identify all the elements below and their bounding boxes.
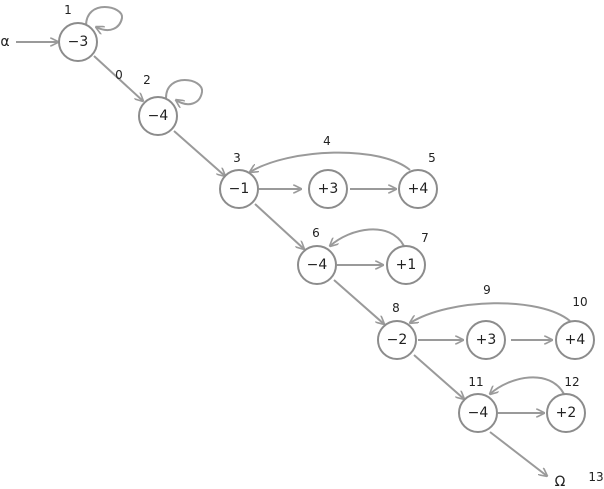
node-value: −4 bbox=[307, 257, 328, 273]
edge-n1-n2 bbox=[93, 55, 143, 101]
edge-label-9: 9 bbox=[483, 283, 491, 297]
node-value: +1 bbox=[396, 257, 417, 273]
end-symbol: Ω bbox=[555, 474, 566, 489]
node-label-n7: 7 bbox=[421, 231, 429, 245]
node-label-n5: 5 bbox=[428, 151, 436, 165]
node-n8: −2 bbox=[377, 320, 417, 360]
edge-self-loop-n2 bbox=[165, 79, 203, 104]
edge-n12-n11 bbox=[490, 376, 565, 394]
node-labels-group: 1 2 3 5 6 7 8 10 11 12 bbox=[64, 3, 587, 389]
node-value: −1 bbox=[229, 181, 250, 197]
edge-label-13: 13 bbox=[588, 470, 603, 484]
node-n9: +3 bbox=[466, 320, 506, 360]
node-value: +2 bbox=[556, 405, 577, 421]
node-value: +4 bbox=[408, 181, 429, 197]
edge-n3-n6 bbox=[254, 203, 304, 249]
node-value: −2 bbox=[387, 332, 408, 348]
node-n1: −3 bbox=[58, 22, 98, 62]
node-value: −4 bbox=[468, 405, 489, 421]
node-n5: +4 bbox=[398, 169, 438, 209]
edge-labels-group: 0 4 9 13 bbox=[115, 68, 603, 484]
edge-label-4: 4 bbox=[323, 134, 331, 148]
node-label-n11: 11 bbox=[468, 375, 483, 389]
node-n11: −4 bbox=[458, 393, 498, 433]
node-label-n1: 1 bbox=[64, 3, 72, 17]
node-label-n10: 10 bbox=[572, 295, 587, 309]
edge-n8-n11 bbox=[413, 354, 464, 399]
edge-n2-n3 bbox=[173, 130, 225, 176]
node-value: +3 bbox=[476, 332, 497, 348]
edges-group bbox=[16, 6, 571, 476]
edge-n5-n3 bbox=[250, 151, 411, 172]
nodes-group: −3 −4 −1 +3 +4 −4 bbox=[58, 22, 595, 433]
edge-n6-n8 bbox=[333, 279, 384, 324]
node-n3: −1 bbox=[219, 169, 259, 209]
edge-n11-end bbox=[489, 431, 547, 476]
edge-n7-n6 bbox=[330, 228, 405, 246]
edge-self-loop-n1 bbox=[85, 6, 123, 30]
node-n2: −4 bbox=[138, 96, 178, 136]
node-value: +4 bbox=[565, 332, 586, 348]
node-value: −4 bbox=[148, 108, 169, 124]
node-label-n2: 2 bbox=[143, 73, 151, 87]
edge-label-0: 0 bbox=[115, 68, 123, 82]
node-n6: −4 bbox=[297, 245, 337, 285]
edge-n10-n8 bbox=[410, 302, 571, 323]
node-value: −3 bbox=[68, 34, 89, 50]
node-n7: +1 bbox=[386, 245, 426, 285]
node-label-n12: 12 bbox=[564, 375, 579, 389]
node-n4: +3 bbox=[308, 169, 348, 209]
node-n10: +4 bbox=[555, 320, 595, 360]
node-value: +3 bbox=[318, 181, 339, 197]
node-label-n8: 8 bbox=[392, 301, 400, 315]
node-label-n6: 6 bbox=[312, 226, 320, 240]
start-symbol: α bbox=[0, 34, 9, 50]
node-label-n3: 3 bbox=[233, 151, 241, 165]
node-n12: +2 bbox=[546, 393, 586, 433]
